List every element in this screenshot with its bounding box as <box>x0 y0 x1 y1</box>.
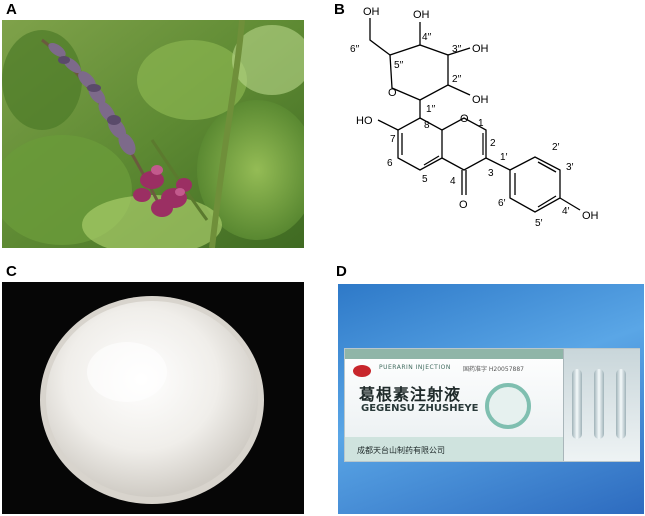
box-band-bottom <box>345 437 563 461</box>
panel-label-b: B <box>334 1 345 18</box>
num-5p: 5′ <box>535 218 543 229</box>
num-1: 1 <box>478 118 484 129</box>
atom-o-keto: O <box>459 199 468 211</box>
num-3pp: 3′′ <box>452 44 461 55</box>
num-4pp: 4′′ <box>422 32 431 43</box>
medicine-box: PUERARIN INJECTION 国药准字 H20057887 葛根素注射液… <box>344 348 640 462</box>
pinyin-product-name: GEGENSU ZHUSHEYE <box>361 403 479 414</box>
num-6p: 6′ <box>498 198 506 209</box>
num-6pp: 6′′ <box>350 44 359 55</box>
num-1pp: 1′′ <box>426 104 435 115</box>
atom-oh-4p: OH <box>582 210 599 222</box>
atom-o-sugar: O <box>388 87 397 99</box>
kudzu-flower-image <box>2 20 304 248</box>
num-2p: 2′ <box>552 142 560 153</box>
panel-label-c: C <box>6 263 17 280</box>
atom-o-ring: O <box>460 113 469 125</box>
num-1p: 1′ <box>500 152 508 163</box>
num-2: 2 <box>490 138 496 149</box>
chinese-product-name: 葛根素注射液 <box>359 385 462 404</box>
atom-oh-2pp: OH <box>472 94 489 106</box>
box-band-top <box>345 349 563 359</box>
injection-box-photo: PUERARIN INJECTION 国药准字 H20057887 葛根素注射液… <box>338 284 644 514</box>
chemical-structure: OH OH OH OH O HO O O OH 6′′ 5′′ 4′′ 3′′ … <box>330 0 645 252</box>
puerarin-powder-image <box>2 282 304 514</box>
atom-ho-7: HO <box>356 115 373 127</box>
emblem-icon <box>485 383 531 429</box>
manufacturer-name: 成都天台山制药有限公司 <box>357 446 445 455</box>
powder-photo <box>2 282 304 514</box>
num-7: 7 <box>390 134 396 145</box>
num-5: 5 <box>422 174 428 185</box>
num-3p: 3′ <box>566 162 574 173</box>
ampoule-window <box>563 349 640 461</box>
ampoule-3 <box>616 369 626 439</box>
brand-logo-icon <box>353 365 371 377</box>
num-4: 4 <box>450 176 456 187</box>
atom-oh-4pp: OH <box>413 9 430 21</box>
num-6: 6 <box>387 158 393 169</box>
panel-label-d: D <box>336 263 347 280</box>
plant-photo <box>2 20 304 248</box>
atom-oh-6pp: OH <box>363 6 380 18</box>
num-4p: 4′ <box>562 206 570 217</box>
english-product-name: PUERARIN INJECTION <box>379 364 451 371</box>
num-8: 8 <box>424 120 430 131</box>
num-3: 3 <box>488 168 494 179</box>
ampoule-2 <box>594 369 604 439</box>
ampoule-1 <box>572 369 582 439</box>
atom-oh-3pp: OH <box>472 43 489 55</box>
approval-number: 国药准字 H20057887 <box>463 366 524 373</box>
num-5pp: 5′′ <box>394 60 403 71</box>
panel-label-a: A <box>6 1 17 18</box>
num-2pp: 2′′ <box>452 74 461 85</box>
